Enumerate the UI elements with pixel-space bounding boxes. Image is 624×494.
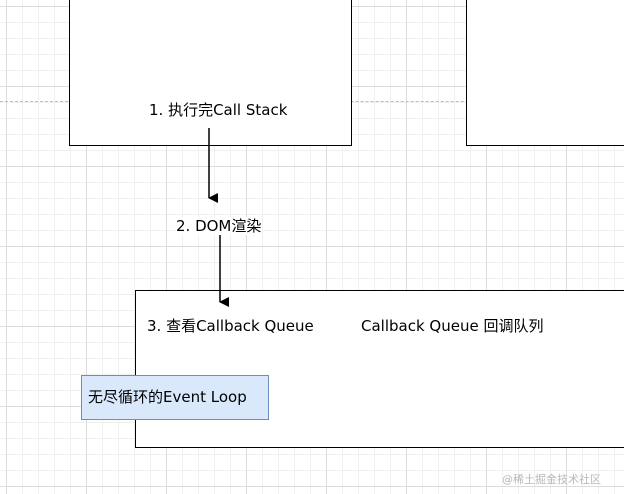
call-stack-step-label: 1. 执行完Call Stack [149,101,288,119]
callback-queue-box[interactable] [135,290,624,448]
dom-render-step-label: 2. DOM渲染 [175,217,263,235]
check-queue-step-label: 3. 查看Callback Queue [147,317,314,335]
call-stack-box[interactable] [69,0,352,146]
callback-queue-label: Callback Queue 回调队列 [361,317,544,335]
event-loop-node[interactable]: 无尽循环的Event Loop [81,375,269,420]
right-top-box[interactable] [466,0,624,146]
watermark: @稀土掘金技术社区 [502,473,601,486]
